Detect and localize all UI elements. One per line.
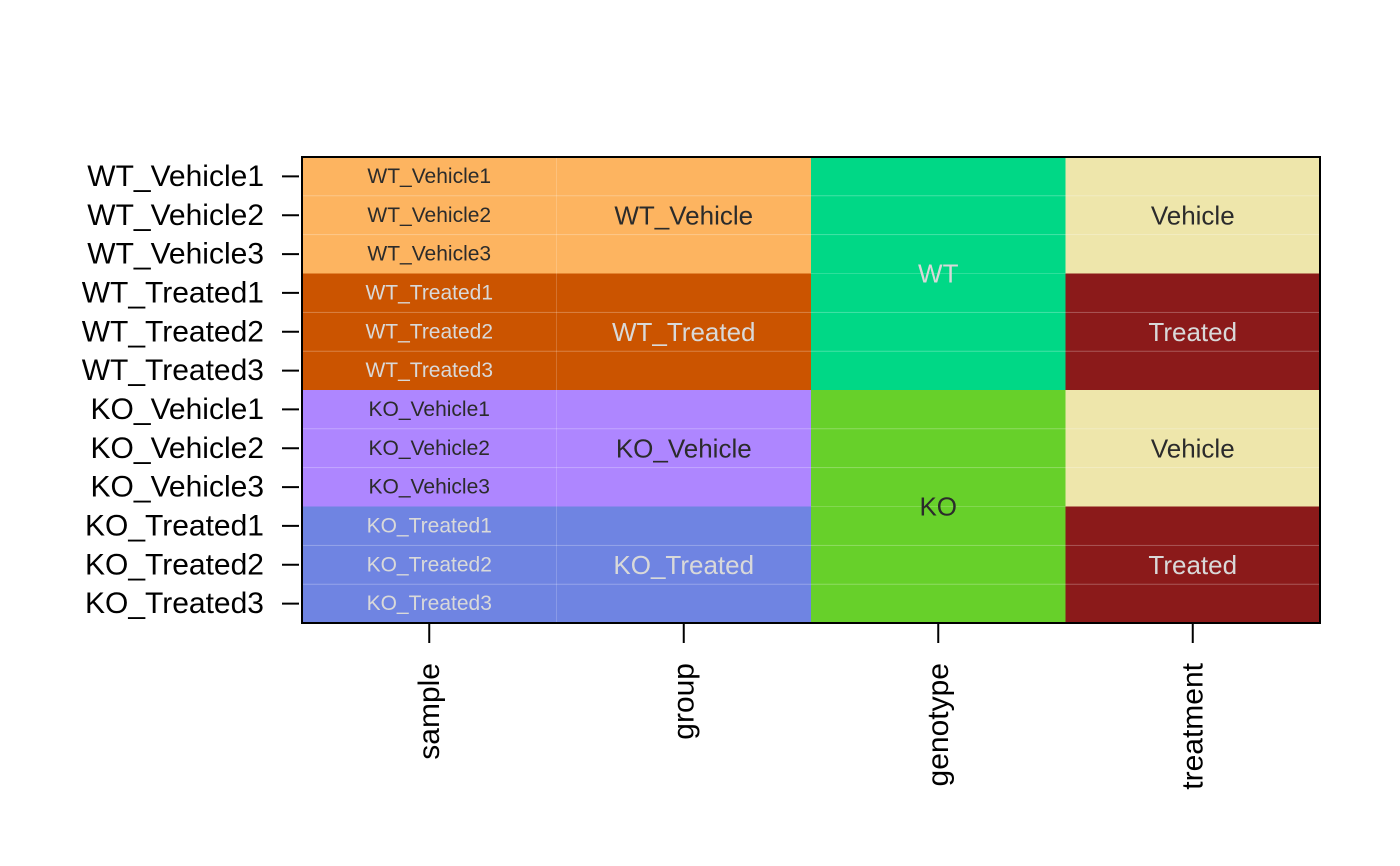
cell-label-treatment-treated: Treated (1148, 317, 1237, 347)
cell-group-ko-vehicle3 (556, 467, 811, 507)
cell-sample-wt-vehicle2 (302, 195, 557, 235)
cell-label-sample-ko-treated2: KO_Treated2 (367, 553, 492, 576)
cell-label-sample-ko-treated3: KO_Treated3 (367, 592, 492, 615)
cell-treatment-ko-vehicle1 (1065, 390, 1320, 429)
cell-treatment-wt-treated1 (1065, 273, 1320, 313)
cell-label-group-ko-treated: KO_Treated (613, 550, 754, 580)
cell-genotype-wt-vehicle3 (811, 234, 1066, 274)
column-label-sample: sample (413, 663, 446, 760)
cell-group-ko-treated2 (556, 545, 811, 585)
cell-sample-ko-treated3 (302, 584, 557, 623)
plot-frame (301, 156, 1321, 624)
cell-treatment-wt-treated2 (1065, 312, 1320, 352)
cell-labels: WT_Vehicle1WT_Vehicle2WT_Vehicle3WT_Trea… (365, 165, 1237, 615)
cell-sample-wt-treated1 (302, 273, 557, 313)
cell-group-ko-treated3 (556, 584, 811, 623)
cell-treatment-wt-treated3 (1065, 351, 1320, 390)
cell-label-sample-wt-vehicle1: WT_Vehicle1 (367, 165, 491, 188)
cell-treatment-ko-treated3 (1065, 584, 1320, 623)
cell-group-wt-vehicle1 (556, 157, 811, 196)
cell-treatment-ko-treated1 (1065, 506, 1320, 546)
cell-group-wt-vehicle3 (556, 234, 811, 274)
cell-sample-wt-treated3 (302, 351, 557, 390)
cell-label-sample-ko-vehicle1: KO_Vehicle1 (369, 398, 490, 421)
cell-genotype-wt-vehicle2 (811, 195, 1066, 235)
cell-label-sample-ko-treated1: KO_Treated1 (367, 514, 492, 537)
cell-label-treatment-vehicle: Vehicle (1151, 433, 1235, 463)
cell-treatment-ko-vehicle2 (1065, 428, 1320, 468)
cell-label-group-ko-vehicle: KO_Vehicle (616, 433, 752, 463)
cell-label-sample-wt-vehicle2: WT_Vehicle2 (367, 204, 491, 227)
cell-sample-ko-vehicle2 (302, 428, 557, 468)
row-label-ko-treated1: KO_Treated1 (85, 509, 264, 542)
cell-genotype-wt-vehicle1 (811, 157, 1066, 196)
cell-label-group-wt-vehicle: WT_Vehicle (614, 200, 753, 230)
cell-sample-ko-treated2 (302, 545, 557, 585)
cell-label-sample-ko-vehicle2: KO_Vehicle2 (369, 437, 490, 460)
cell-label-group-wt-treated: WT_Treated (612, 317, 756, 347)
cell-treatment-ko-treated2 (1065, 545, 1320, 585)
cell-label-treatment-treated: Treated (1148, 550, 1237, 580)
row-label-wt-treated3: WT_Treated3 (82, 354, 264, 387)
heatmap-cells (302, 157, 1320, 623)
cell-sample-ko-treated1 (302, 506, 557, 546)
cell-genotype-ko-treated1 (811, 506, 1066, 546)
cell-dividers (302, 157, 1320, 623)
cell-group-wt-treated3 (556, 351, 811, 390)
row-label-ko-treated2: KO_Treated2 (85, 548, 264, 581)
row-label-ko-vehicle1: KO_Vehicle1 (91, 393, 264, 426)
cell-label-sample-wt-treated1: WT_Treated1 (365, 281, 493, 304)
cell-genotype-wt-treated3 (811, 351, 1066, 390)
column-axis: sample group genotype treatment (413, 624, 1209, 790)
row-label-wt-vehicle1: WT_Vehicle1 (87, 160, 264, 193)
cell-label-sample-wt-vehicle3: WT_Vehicle3 (367, 243, 491, 266)
cell-group-wt-treated2 (556, 312, 811, 352)
cell-genotype-wt-treated1 (811, 273, 1066, 313)
row-label-wt-treated2: WT_Treated2 (82, 315, 264, 348)
cell-genotype-wt-treated2 (811, 312, 1066, 352)
cell-treatment-wt-vehicle3 (1065, 234, 1320, 274)
row-label-ko-vehicle2: KO_Vehicle2 (91, 432, 264, 465)
cell-label-treatment-vehicle: Vehicle (1151, 200, 1235, 230)
row-label-wt-vehicle2: WT_Vehicle2 (87, 199, 264, 232)
row-axis: WT_Vehicle1WT_Vehicle2WT_Vehicle3WT_Trea… (82, 160, 299, 620)
cell-sample-wt-vehicle3 (302, 234, 557, 274)
cell-label-sample-ko-vehicle3: KO_Vehicle3 (369, 476, 490, 499)
cell-group-wt-vehicle2 (556, 195, 811, 235)
column-label-treatment: treatment (1176, 662, 1209, 789)
row-label-wt-treated1: WT_Treated1 (82, 276, 264, 309)
cell-label-sample-wt-treated3: WT_Treated3 (365, 359, 493, 382)
row-label-ko-vehicle3: KO_Vehicle3 (91, 471, 264, 504)
cell-treatment-wt-vehicle1 (1065, 157, 1320, 196)
cell-group-ko-vehicle2 (556, 428, 811, 468)
cell-label-sample-wt-treated2: WT_Treated2 (365, 320, 493, 343)
cell-group-ko-treated1 (556, 506, 811, 546)
cell-sample-ko-vehicle1 (302, 390, 557, 429)
cell-sample-wt-treated2 (302, 312, 557, 352)
cell-sample-wt-vehicle1 (302, 157, 557, 196)
row-label-wt-vehicle3: WT_Vehicle3 (87, 238, 264, 271)
cell-treatment-wt-vehicle2 (1065, 195, 1320, 235)
cell-treatment-ko-vehicle3 (1065, 467, 1320, 507)
cell-group-wt-treated1 (556, 273, 811, 313)
cell-genotype-ko-treated2 (811, 545, 1066, 585)
cell-label-genotype-wt: WT (918, 259, 959, 289)
column-label-genotype: genotype (922, 663, 955, 786)
cell-genotype-ko-treated3 (811, 584, 1066, 623)
cell-group-ko-vehicle1 (556, 390, 811, 429)
cell-sample-ko-vehicle3 (302, 467, 557, 507)
cell-genotype-ko-vehicle2 (811, 428, 1066, 468)
row-label-ko-treated3: KO_Treated3 (85, 587, 264, 620)
column-label-group: group (667, 663, 700, 740)
cell-genotype-ko-vehicle1 (811, 390, 1066, 429)
cell-label-genotype-ko: KO (919, 492, 957, 522)
cell-genotype-ko-vehicle3 (811, 467, 1066, 507)
